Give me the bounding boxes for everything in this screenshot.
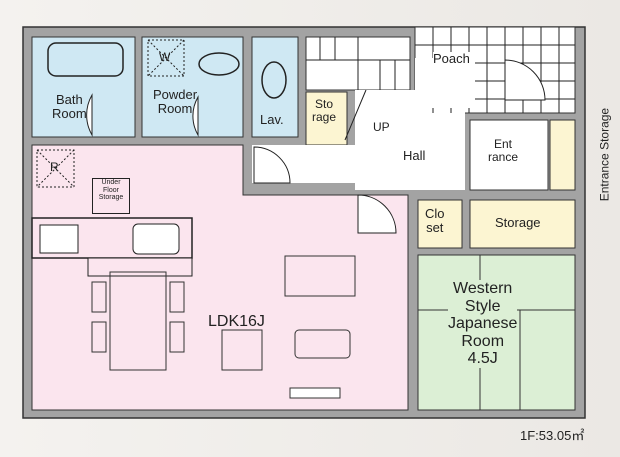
washer-mark: W bbox=[159, 50, 171, 64]
w-l4: Room bbox=[461, 332, 505, 350]
ent-l1: Ent bbox=[494, 137, 513, 151]
uf-l2: Floor bbox=[103, 186, 119, 194]
label-ldk: LDK16J bbox=[208, 313, 265, 330]
powder-l2: Room bbox=[157, 101, 193, 117]
powder-l1: Powder bbox=[153, 87, 198, 102]
w-l5: 4.5J bbox=[467, 350, 498, 368]
bath-l2: Room bbox=[52, 106, 87, 122]
label-lavatory: Lav. bbox=[260, 112, 284, 127]
label-hall: Hall bbox=[403, 148, 426, 163]
closet-l2: set bbox=[426, 220, 444, 236]
sto-l1: Sto bbox=[315, 97, 334, 111]
label-poach: Poach bbox=[433, 51, 470, 67]
uf-l3: Storage bbox=[98, 194, 124, 202]
refrigerator-mark: R bbox=[50, 160, 59, 174]
w-l2: Style bbox=[464, 297, 501, 315]
floor-area: 1F:53.05㎡ bbox=[520, 428, 585, 443]
label-storage: Storage bbox=[495, 215, 541, 230]
label-up: UP bbox=[373, 120, 390, 134]
w-l3: Japanese bbox=[448, 315, 518, 333]
bath-l1: Bath bbox=[55, 92, 83, 107]
sto-l2: rage bbox=[312, 110, 337, 125]
w-l1: Western bbox=[453, 280, 513, 297]
ent-l2: rance bbox=[488, 150, 519, 165]
label-entrance-storage: Entrance Storage bbox=[597, 107, 612, 202]
uf-l1: Under bbox=[101, 179, 121, 186]
closet-l1: Clo bbox=[425, 206, 445, 221]
